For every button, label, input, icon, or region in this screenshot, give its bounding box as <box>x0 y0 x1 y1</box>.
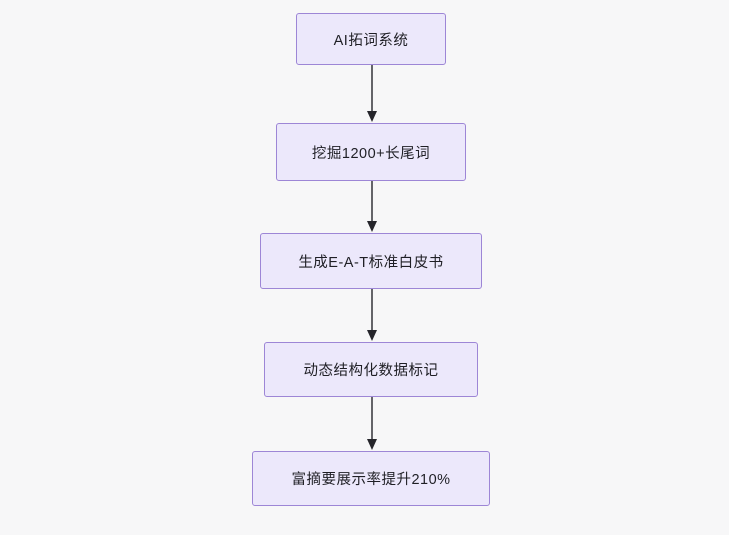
flow-node-ai-keyword-system[interactable]: AI拓词系统 <box>296 13 446 65</box>
edge-arrowhead <box>367 111 377 122</box>
flow-node-mine-longtail-keywords[interactable]: 挖掘1200+长尾词 <box>276 123 466 181</box>
flow-edge-n1-n2 <box>367 65 377 122</box>
flow-node-generate-eat-whitepaper[interactable]: 生成E-A-T标准白皮书 <box>260 233 482 289</box>
flow-edge-n2-n3 <box>367 181 377 232</box>
flow-node-label: 挖掘1200+长尾词 <box>311 145 431 162</box>
flow-node-label: 富摘要展示率提升210% <box>291 472 451 488</box>
flow-node-dynamic-structured-data-markup[interactable]: 动态结构化数据标记 <box>264 342 478 397</box>
flow-edge-n4-n5 <box>367 397 377 450</box>
flow-node-label: 生成E-A-T标准白皮书 <box>298 254 444 271</box>
edge-arrowhead <box>367 439 377 450</box>
flow-node-rich-snippet-rate-increase[interactable]: 富摘要展示率提升210% <box>252 451 490 506</box>
flow-node-label: AI拓词系统 <box>333 32 409 49</box>
flow-edge-n3-n4 <box>367 289 377 341</box>
flow-node-label: 动态结构化数据标记 <box>303 363 439 379</box>
edge-arrowhead <box>367 221 377 232</box>
edge-arrowhead <box>367 330 377 341</box>
